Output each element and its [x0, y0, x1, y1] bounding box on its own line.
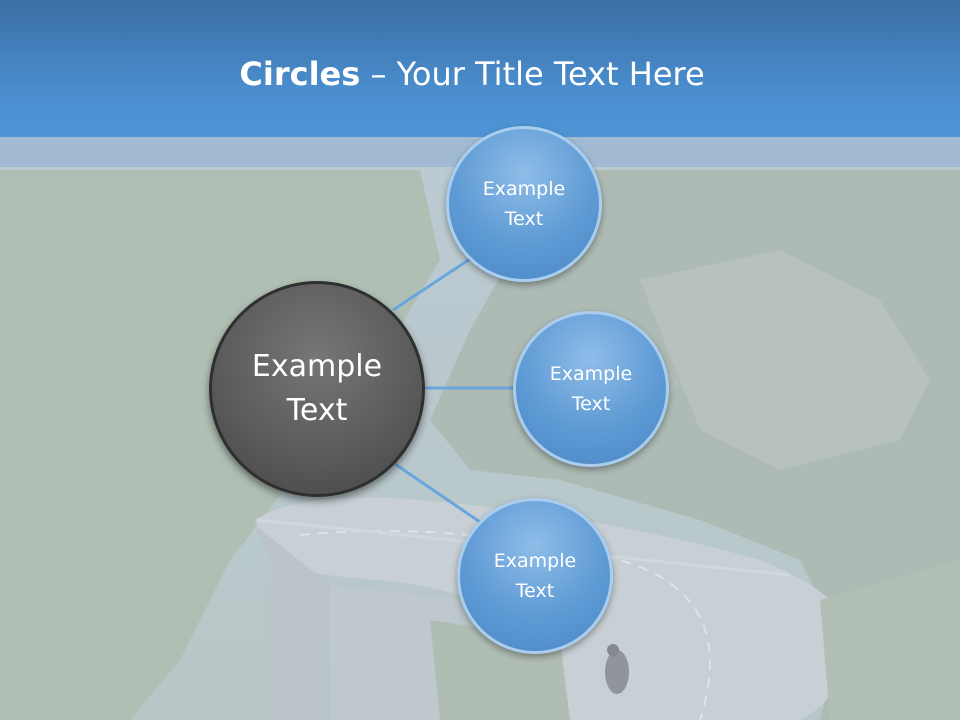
node-middle-line1: Example [549, 363, 633, 385]
title-rest: – Your Title Text Here [360, 55, 705, 93]
node-circle-bottom: Example Text [457, 498, 613, 654]
center-circle-line2: Text [286, 393, 348, 428]
center-circle-line1: Example [251, 349, 383, 384]
center-circle: Example Text [209, 281, 425, 497]
node-circle-middle: Example Text [513, 311, 669, 467]
node-middle-line2: Text [571, 393, 611, 415]
slide-title: Circles – Your Title Text Here [0, 52, 944, 96]
node-top-line2: Text [504, 208, 544, 230]
node-top-line1: Example [482, 178, 566, 200]
node-circle-top: Example Text [446, 126, 602, 282]
connector-top [392, 257, 471, 312]
title-bold: Circles [239, 55, 361, 93]
node-bottom-line2: Text [515, 580, 555, 602]
title-bar [0, 0, 960, 137]
connector-bottom [394, 462, 481, 524]
node-bottom-line1: Example [493, 550, 577, 572]
